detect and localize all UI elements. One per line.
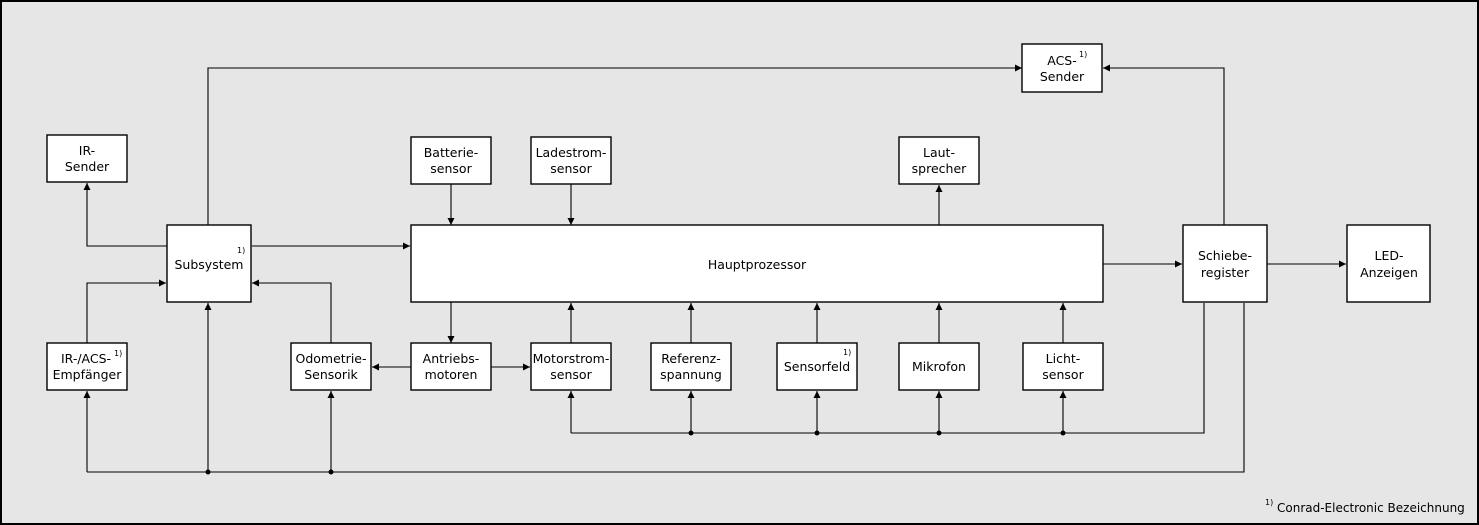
block-label: spannung: [660, 367, 722, 382]
block-ir-acs-receiver: IR-/ACS- 1) Empfänger: [46, 342, 128, 391]
block-reference-voltage: Referenz- spannung: [650, 342, 732, 391]
block-label: sensor: [430, 161, 472, 176]
block-label: Odometrie-: [295, 351, 366, 366]
block-led-displays: LED- Anzeigen: [1346, 224, 1431, 303]
block-ir-sender: IR- Sender: [46, 134, 128, 183]
block-label: LED-: [1375, 248, 1404, 263]
footnote-marker: 1): [1265, 498, 1273, 507]
block-microphone: Mikrofon: [898, 342, 980, 391]
block-label: Sender: [65, 159, 110, 174]
block-label: IR-/ACS-: [61, 351, 111, 366]
block-label: sensor: [550, 161, 592, 176]
block-label: ACS-: [1047, 53, 1077, 68]
block-label: sensor: [550, 367, 592, 382]
block-label: Ladestrom-: [536, 145, 607, 160]
footnote-text: Conrad-Electronic Bezeichnung: [1277, 501, 1465, 515]
junction-dot: [936, 430, 942, 436]
block-motor-current-sensor: Motorstrom- sensor: [530, 342, 612, 391]
shift-register-inner-bus: [571, 303, 1205, 434]
block-main-processor: Hauptprozessor: [410, 224, 1104, 303]
block-subsystem: Subsystem 1): [166, 224, 252, 303]
subsystem-to-ir-sender-arrow: [83, 183, 167, 247]
footnote-marker: 1): [114, 349, 122, 358]
block-label: Sender: [1040, 69, 1085, 84]
connections: [83, 64, 1346, 475]
block-odometry-sensors: Odometrie- Sensorik: [290, 342, 372, 391]
block-label: Schiebe-: [1198, 248, 1252, 263]
receiver-to-subsystem-arrow: [86, 279, 166, 343]
shift-register-to-acs-sender-arrow: [1103, 64, 1225, 225]
block-speaker: Laut- sprecher: [898, 136, 980, 185]
block-label: Laut-: [923, 145, 955, 160]
junction-dot: [328, 469, 334, 475]
junction-dot: [688, 430, 694, 436]
block-label: Antriebs-: [423, 351, 480, 366]
junction-dot: [1060, 430, 1066, 436]
block-label: IR-: [79, 143, 95, 158]
block-drive-motors: Antriebs- motoren: [410, 342, 492, 391]
block-label: Batterie-: [424, 145, 479, 160]
block-label: Empfänger: [53, 367, 123, 382]
block-label: Motorstrom-: [533, 351, 610, 366]
block-battery-sensor: Batterie- sensor: [410, 136, 492, 185]
footnote-marker: 1): [1079, 50, 1087, 59]
block-label: Hauptprozessor: [708, 257, 807, 272]
block-label: motoren: [425, 367, 478, 382]
block-label: sprecher: [912, 161, 967, 176]
block-label: Mikrofon: [912, 359, 966, 374]
block-label: Sensorik: [304, 367, 358, 382]
footnote-marker: 1): [237, 246, 245, 255]
block-label: Licht-: [1046, 351, 1081, 366]
block-label: Referenz-: [661, 351, 720, 366]
block-label: Subsystem: [175, 257, 244, 272]
footnote-marker: 1): [843, 348, 851, 357]
block-light-sensor: Licht- sensor: [1022, 342, 1104, 391]
block-label: register: [1201, 265, 1250, 280]
shift-register-outer-bus: [87, 303, 1245, 473]
subsystem-to-acs-sender-arrow: [207, 64, 1022, 225]
block-acs-sender: ACS- 1) Sender: [1021, 43, 1103, 93]
footnote: 1) Conrad-Electronic Bezeichnung: [1265, 498, 1465, 515]
junction-dot: [205, 469, 211, 475]
junction-dot: [814, 430, 820, 436]
block-label: sensor: [1042, 367, 1084, 382]
block-sensor-field: Sensorfeld 1): [776, 342, 858, 391]
block-shift-register: Schiebe- register: [1182, 224, 1268, 303]
block-label: Anzeigen: [1360, 265, 1418, 280]
block-label: Sensorfeld: [784, 359, 850, 374]
block-charge-current-sensor: Ladestrom- sensor: [530, 136, 612, 185]
odometry-to-subsystem-arrow: [252, 279, 332, 343]
